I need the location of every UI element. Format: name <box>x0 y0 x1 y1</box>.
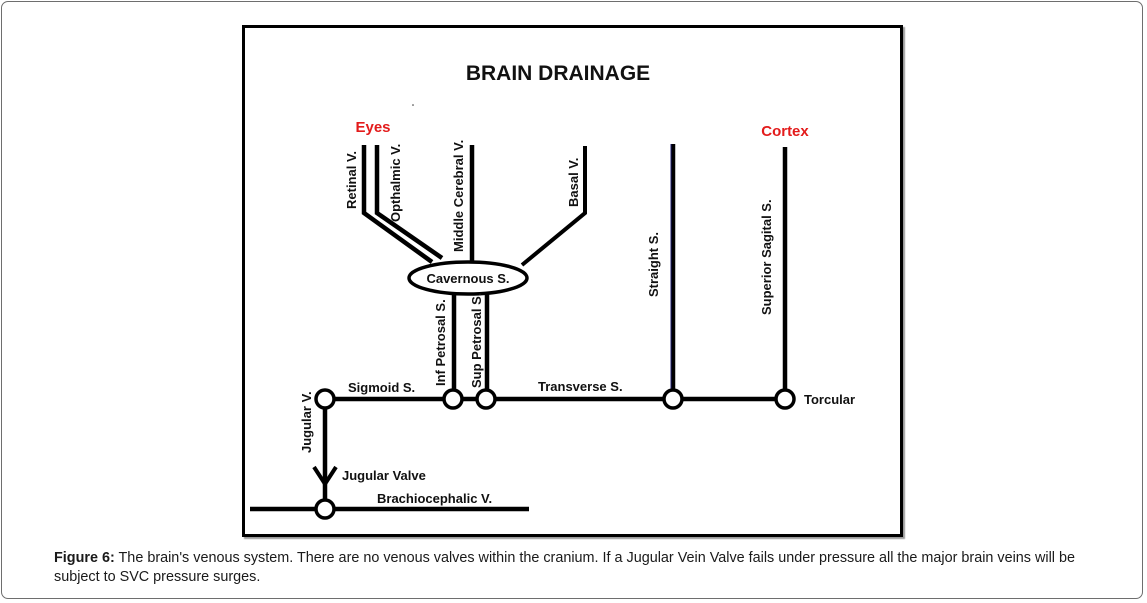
basal-vein-label: Basal V. <box>566 158 581 207</box>
stray-dot <box>412 104 414 106</box>
jugular-vein-label: Jugular V. <box>299 391 314 453</box>
caption-label: Figure 6: <box>54 550 115 566</box>
brachiocephalic-junction-node <box>314 498 336 520</box>
diagram-frame <box>242 25 903 537</box>
cavernous-sinus-ellipse <box>407 260 529 296</box>
torcular-node <box>774 388 796 410</box>
inf-petrosal-junction-node <box>442 388 464 410</box>
transverse-sinus-label: Transverse S. <box>538 379 623 394</box>
superior-sagital-sinus-label: Superior Sagital S. <box>759 199 774 315</box>
straight-sinus-label: Straight S. <box>646 232 661 297</box>
eyes-label: Eyes <box>355 119 390 136</box>
jugular-valve-icon <box>312 465 338 488</box>
sup-petrosal-junction-node <box>475 388 497 410</box>
figure-caption: Figure 6: The brain's venous system. The… <box>54 549 1114 587</box>
opthalmic-vein-line <box>374 145 444 260</box>
torcular-label: Torcular <box>804 392 855 407</box>
inf-petrosal-sinus-label: Inf Petrosal S. <box>433 299 448 386</box>
caption-text: The brain's venous system. There are no … <box>54 550 1075 585</box>
retinal-vein-label: Retinal V. <box>344 151 359 209</box>
opthalmic-vein-label: Opthalmic V. <box>388 144 403 222</box>
basal-vein-line <box>520 146 587 267</box>
middle-cerebral-vein-label: Middle Cerebral V. <box>451 140 466 252</box>
cortex-label: Cortex <box>761 123 809 140</box>
diagram-title: BRAIN DRAINAGE <box>466 62 650 85</box>
jugular-junction-node <box>314 388 336 410</box>
brachiocephalic-vein-label: Brachiocephalic V. <box>377 491 492 506</box>
cavernous-sinus-label: Cavernous S. <box>426 271 509 286</box>
sigmoid-sinus-label: Sigmoid S. <box>348 380 415 395</box>
straight-sinus-junction-node <box>662 388 684 410</box>
retinal-vein-line <box>361 145 434 264</box>
jugular-valve-label: Jugular Valve <box>342 468 426 483</box>
sup-petrosal-sinus-label: Sup Petrosal S. <box>469 293 484 388</box>
